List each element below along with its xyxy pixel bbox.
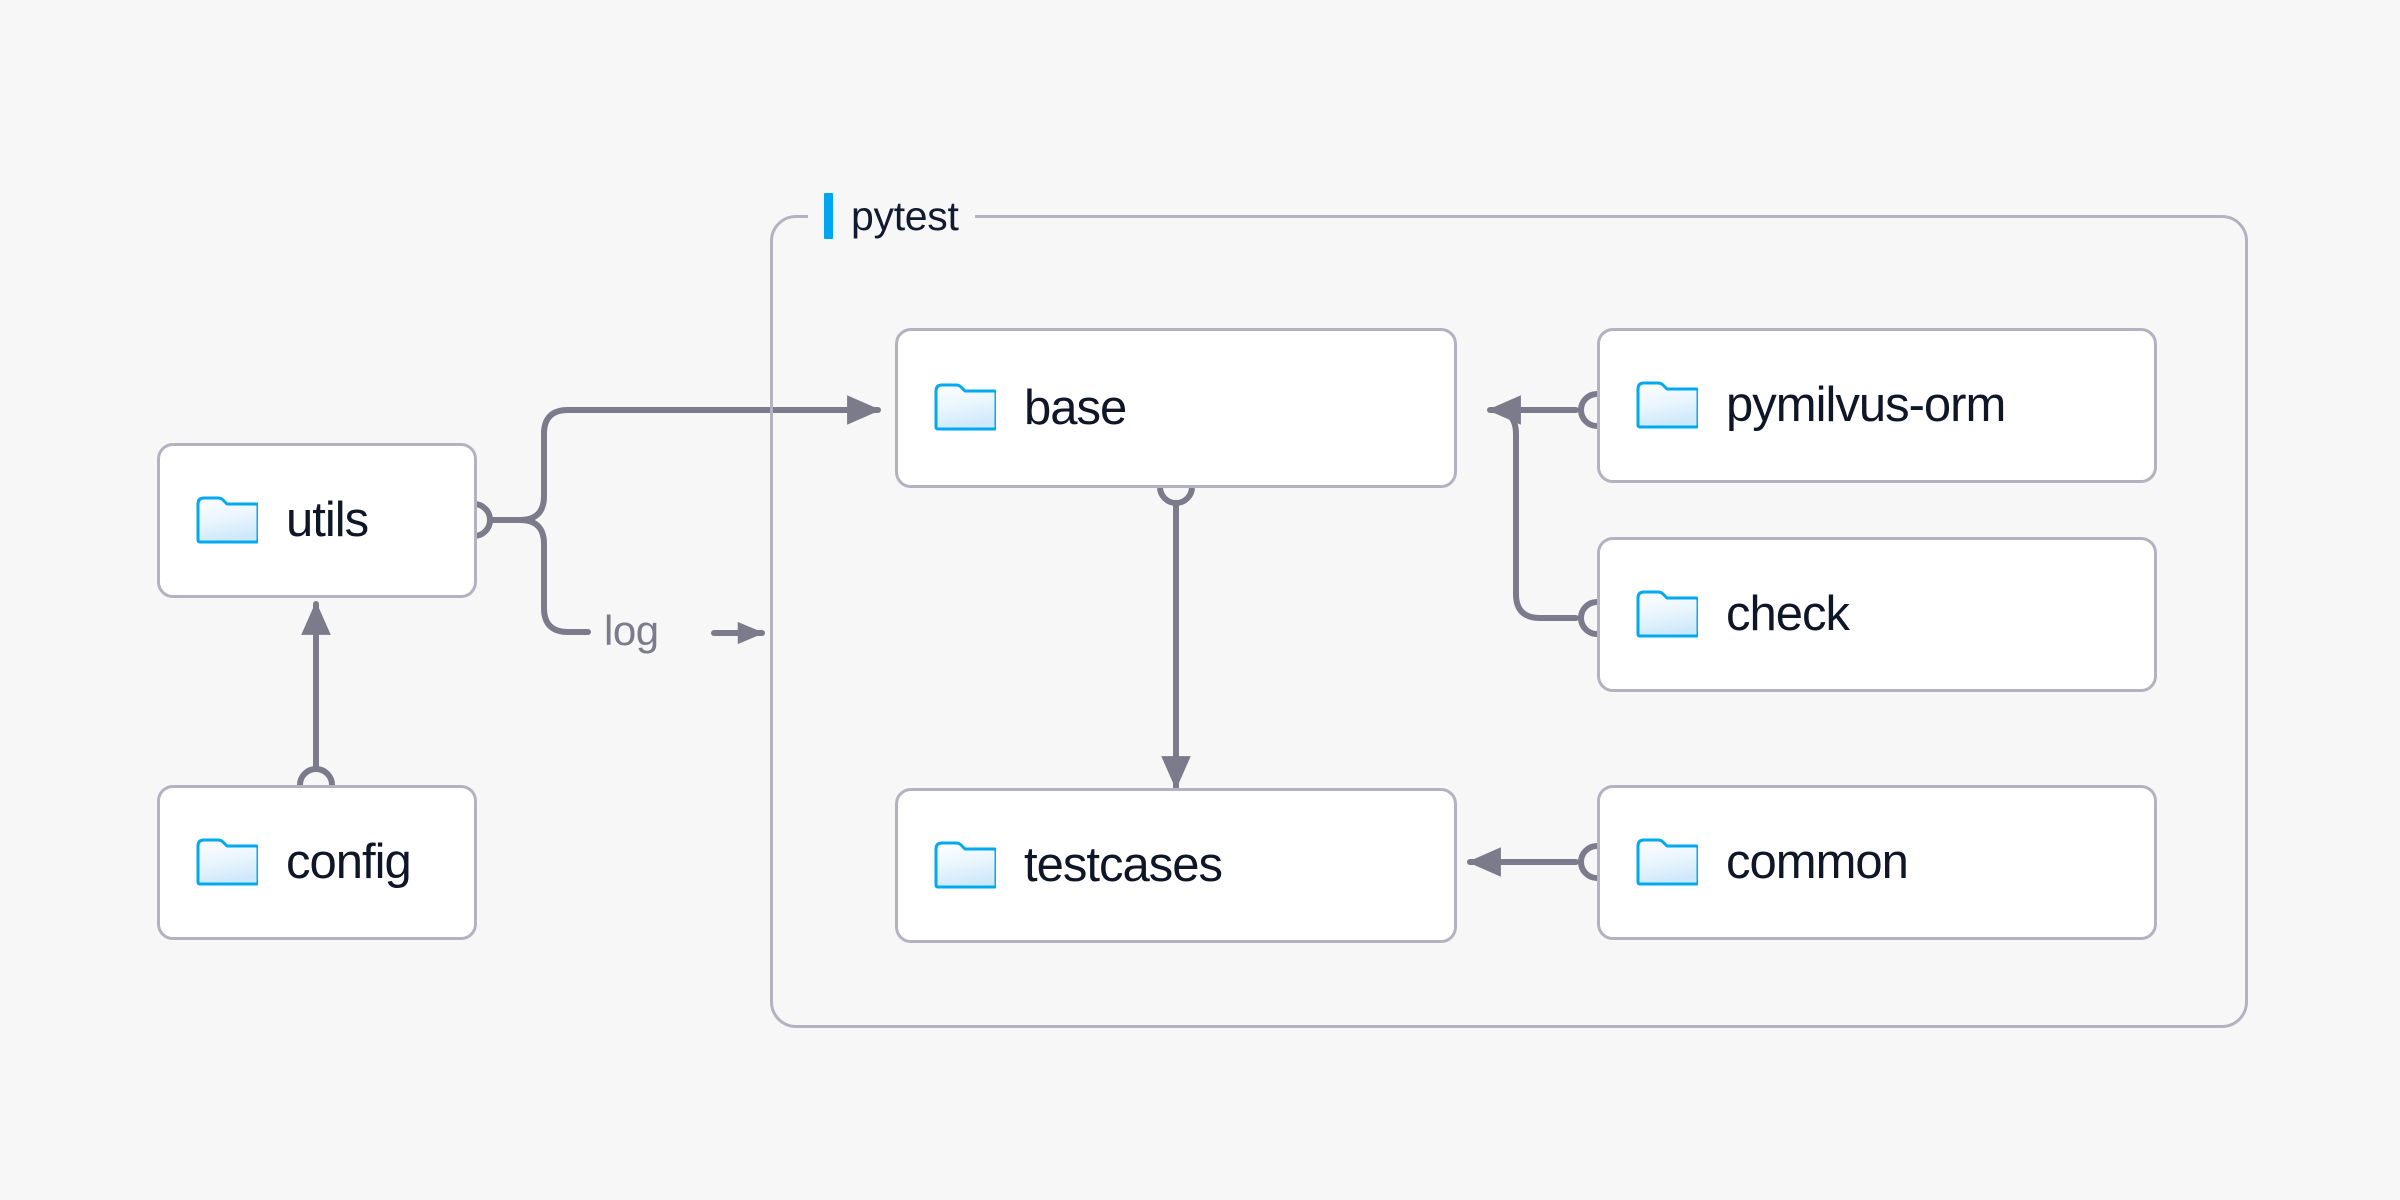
folder-icon bbox=[196, 496, 258, 543]
pytest-group-container bbox=[770, 215, 2248, 1028]
node-config-label: config bbox=[286, 835, 412, 889]
pytest-group-title: pytest bbox=[851, 192, 959, 239]
node-testcases-label: testcases bbox=[1024, 838, 1223, 892]
folder-icon bbox=[934, 841, 996, 888]
pytest-group-label: pytest bbox=[808, 188, 975, 244]
folder-icon bbox=[1636, 590, 1698, 637]
node-pymilvus-orm-label: pymilvus-orm bbox=[1726, 378, 2006, 432]
node-testcases[interactable]: testcases bbox=[895, 788, 1457, 943]
accent-bar-icon bbox=[824, 193, 833, 239]
node-common-label: common bbox=[1726, 835, 1909, 889]
node-utils[interactable]: utils bbox=[157, 443, 477, 598]
node-pymilvus-orm[interactable]: pymilvus-orm bbox=[1597, 328, 2157, 483]
folder-icon bbox=[1636, 838, 1698, 885]
edge-label-log: log bbox=[604, 607, 659, 654]
node-config[interactable]: config bbox=[157, 785, 477, 940]
node-base-label: base bbox=[1024, 380, 1127, 435]
folder-icon bbox=[934, 383, 996, 431]
node-common[interactable]: common bbox=[1597, 785, 2157, 940]
node-utils-label: utils bbox=[286, 493, 369, 547]
folder-icon bbox=[1636, 381, 1698, 428]
node-check[interactable]: check bbox=[1597, 537, 2157, 692]
node-check-label: check bbox=[1726, 587, 1850, 641]
edge-utils-to-log bbox=[517, 517, 591, 635]
folder-icon bbox=[196, 838, 258, 885]
node-base[interactable]: base bbox=[895, 328, 1457, 488]
